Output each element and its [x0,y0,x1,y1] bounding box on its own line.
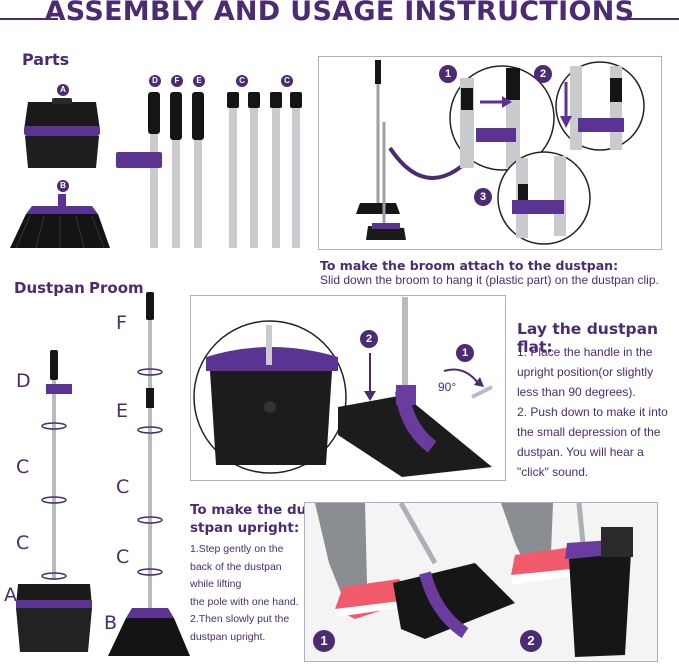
part-a-badge: A [57,84,69,96]
dustpan-heading: Dustpan [14,279,85,297]
broom-label-c1: C [116,476,130,498]
broom-head-part-image [10,194,110,249]
lay-flat-illustration [193,297,493,477]
broom-label-e: E [116,400,129,422]
lay-flat-line-5: the small depression of the [517,425,661,439]
title-rule-right [621,18,679,20]
attach-illustration [356,60,645,245]
pole-label-e: E [193,75,205,87]
pole-label-d: D [149,75,161,87]
page-title: ASSEMBLY AND USAGE INSTRUCTIONS [44,0,635,27]
attach-illustration-frame [318,56,662,250]
lay-flat-line-7: "click" sound. [517,465,589,479]
lay-flat-line-3: less than 90 degrees). [517,385,636,399]
lay-flat-frame [190,295,506,481]
attach-step-3-badge: 3 [474,188,492,206]
pole-label-c1: C [236,75,248,87]
pole-label-f: F [171,75,183,87]
angle-label: 90° [438,380,457,394]
lay-flat-heading: Lay the dustpan flat: [517,320,659,356]
upright-step-2-badge: 2 [520,630,542,652]
upright-photo-frame [304,502,658,662]
attach-heading: To make the broom attach to the dustpan: [320,258,619,273]
pole-label-c2: C [281,75,293,87]
broom-label-f: F [116,312,127,334]
broom-label-b: B [104,612,118,634]
upright-instructions: 1.Step gently on the back of the dustpan… [190,541,306,646]
broom-label-c2: C [116,546,130,568]
broom-assembly-image [108,292,190,656]
dustpan-label-c2: C [16,532,30,554]
dustpan-label-d: D [16,370,31,392]
upright-heading-line-2: stpan upright: [190,520,300,536]
upright-photo [305,503,657,661]
upright-line-5: 2.Then slowly put the [190,613,290,625]
part-b-badge: B [57,180,69,192]
dustpan-label-c1: C [16,456,30,478]
lay-flat-line-4: 2. Push down to make it into [517,405,668,419]
upright-line-2: back of the dustpan [190,560,282,573]
lay-flat-line-2: upright position(or slightly [517,365,654,379]
upright-step-1-badge: 1 [313,630,335,652]
parts-heading: Parts [22,50,70,69]
lay-flat-step-2-badge: 2 [360,330,378,348]
lay-flat-line-1: 1. Place the handle in the [517,345,653,359]
lay-flat-line-6: dustpan. You will hear a [517,445,644,459]
upright-line-4: the pole with one hand. [190,595,299,608]
dustpan-label-a: A [4,584,17,606]
attach-text: Slid down the broom to hang it (plastic … [320,273,659,287]
upright-line-6: dustpan upright. [190,630,266,643]
upright-heading-line-1: To make the du [190,502,307,518]
upright-line-1: 1.Step gently on the [190,543,284,555]
upright-line-3: while lifting [190,578,242,590]
lay-flat-instructions: 1. Place the handle in the upright posit… [517,342,677,482]
broom-heading: Proom [89,279,144,297]
lay-flat-step-1-badge: 1 [456,344,474,362]
attach-step-1-badge: 1 [439,65,457,83]
attach-step-2-badge: 2 [534,65,552,83]
dustpan-assembly-image [16,350,92,652]
dustpan-part-image [24,98,100,168]
pole-parts-image [116,92,302,248]
title-rule-left [0,18,58,20]
